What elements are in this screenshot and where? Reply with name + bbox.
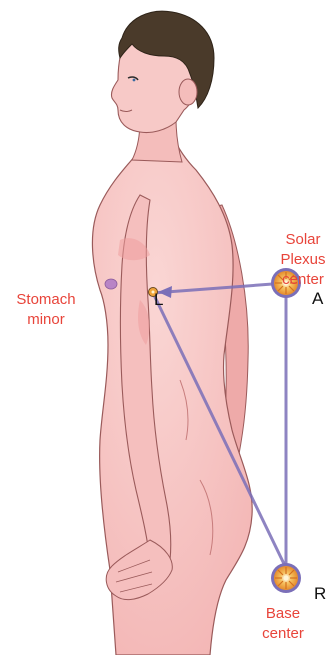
point-l-label: L xyxy=(154,290,163,310)
base-center-label-line1: Base xyxy=(252,604,314,624)
solar-plexus-label-line2: Plexus xyxy=(272,250,333,270)
solar-plexus-label-line3: center xyxy=(272,270,333,290)
point-r-label: R xyxy=(314,584,326,604)
stomach-minor-label: Stomach minor xyxy=(2,290,90,330)
point-a-label: A xyxy=(312,289,323,309)
solar-plexus-label: Solar Plexus center xyxy=(272,230,333,290)
base-center-label-line2: center xyxy=(252,624,314,644)
nipple xyxy=(105,279,117,289)
stomach-minor-label-line2: minor xyxy=(2,310,90,330)
base-center-label: Base center xyxy=(252,604,314,644)
sunburst-center-icon xyxy=(271,563,301,593)
solar-plexus-label-line1: Solar xyxy=(272,230,333,250)
stomach-minor-label-line1: Stomach xyxy=(2,290,90,310)
